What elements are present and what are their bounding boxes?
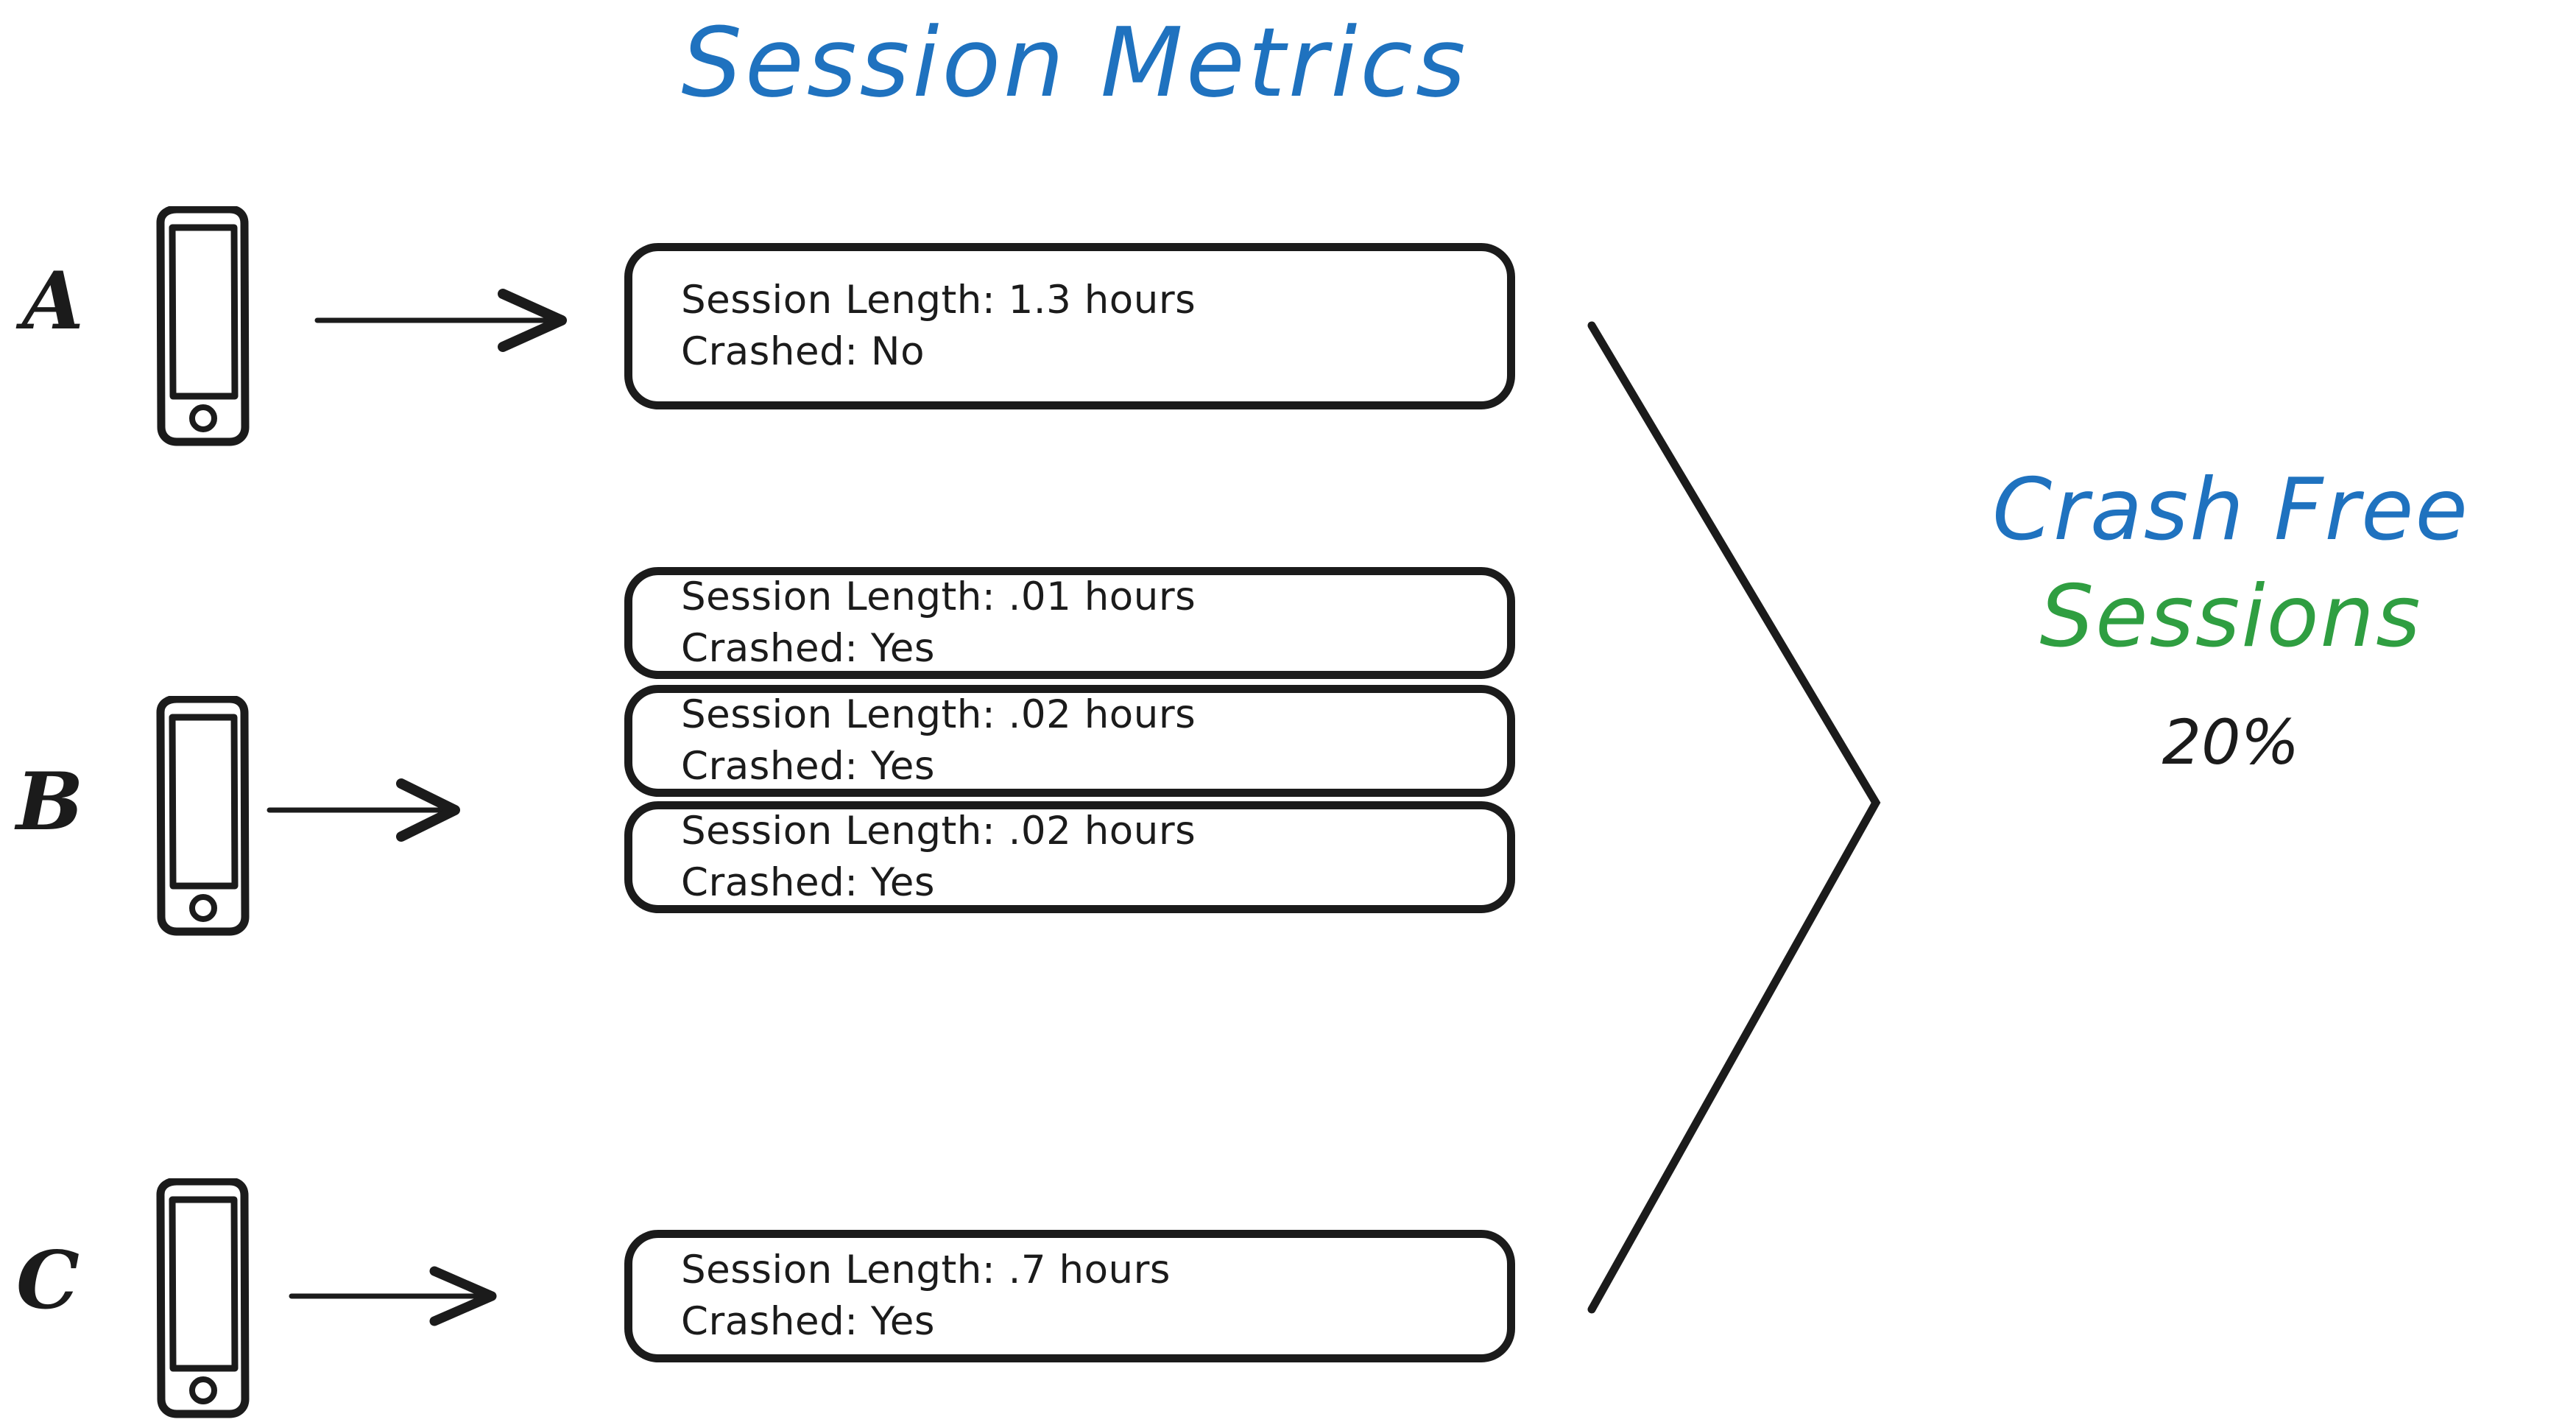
session-length-line: Session Length: .01 hours	[681, 574, 1196, 620]
arrow-right-icon	[313, 284, 571, 360]
session-crashed-line: Crashed: No	[681, 329, 925, 374]
summary-line-2: Sessions	[2039, 567, 2422, 666]
session-card[interactable]: Session Length: .7 hours Crashed: Yes	[624, 1230, 1515, 1362]
session-length-line: Session Length: .7 hours	[681, 1248, 1171, 1293]
session-crashed-line: Crashed: Yes	[681, 1299, 935, 1344]
session-card[interactable]: Session Length: .02 hours Crashed: Yes	[624, 801, 1515, 913]
summary-line-1: Crash Free	[1992, 460, 2469, 560]
phone-icon	[140, 1177, 265, 1424]
crash-free-sessions-value: 20%	[2162, 706, 2300, 778]
session-card[interactable]: Session Length: .01 hours Crashed: Yes	[624, 567, 1515, 679]
session-crashed-line: Crashed: Yes	[681, 626, 935, 671]
session-card[interactable]: Session Length: .02 hours Crashed: Yes	[624, 685, 1515, 797]
session-length-line: Session Length: .02 hours	[681, 692, 1196, 738]
summary-block: Crash Free Sessions 20%	[1899, 457, 2562, 773]
arrow-right-icon	[265, 773, 464, 850]
session-card[interactable]: Session Length: 1.3 hours Crashed: No	[624, 243, 1515, 409]
session-crashed-line: Crashed: Yes	[681, 744, 935, 789]
device-label-a: A	[22, 255, 84, 348]
session-length-line: Session Length: 1.3 hours	[681, 278, 1196, 323]
session-crashed-line: Crashed: Yes	[681, 860, 935, 905]
device-label-b: B	[16, 756, 84, 848]
brace-right-icon	[1561, 295, 1907, 1343]
device-label-c: C	[16, 1234, 80, 1327]
arrow-right-icon	[287, 1259, 501, 1336]
session-length-line: Session Length: .02 hours	[681, 809, 1196, 854]
phone-icon	[140, 694, 265, 942]
page-title: Session Metrics	[681, 7, 1469, 119]
phone-icon	[140, 205, 265, 452]
